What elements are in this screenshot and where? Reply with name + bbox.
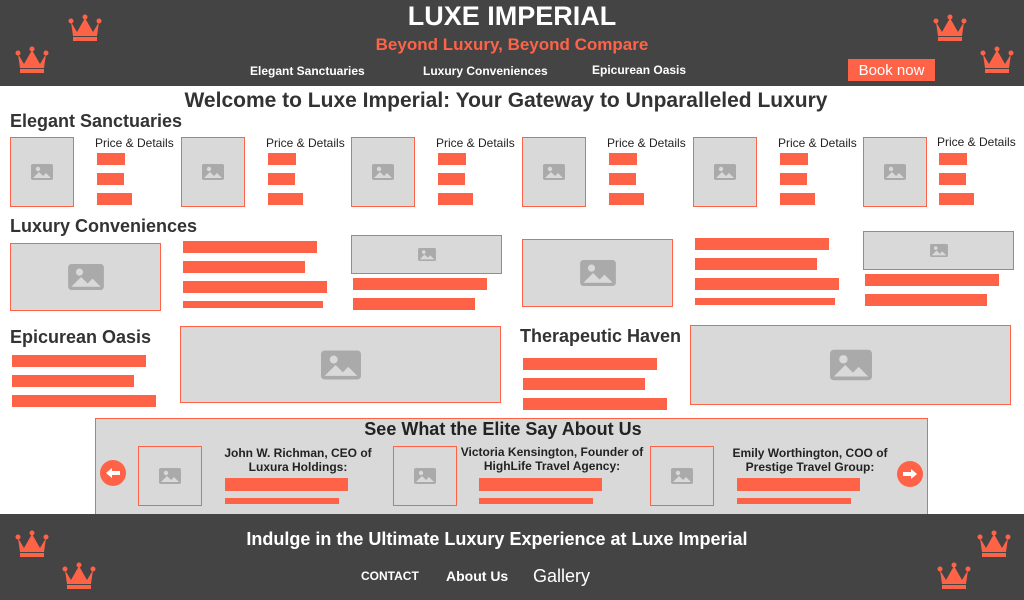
brand-tagline: Beyond Luxury, Beyond Compare	[375, 35, 649, 54]
nav-link-epicurean-oasis[interactable]: Epicurean Oasis	[592, 63, 687, 77]
convenience-image[interactable]	[351, 235, 502, 274]
testimonial-avatar	[650, 446, 714, 506]
image-placeholder-icon	[884, 164, 906, 180]
arrow-left-icon[interactable]	[100, 460, 126, 486]
price-details-label[interactable]: Price & Details	[937, 135, 1016, 149]
sanctuary-image[interactable]	[522, 137, 586, 207]
price-details-label[interactable]: Price & Details	[436, 136, 515, 150]
convenience-image[interactable]	[863, 231, 1014, 270]
price-details-label[interactable]: Price & Details	[95, 136, 174, 150]
price-details-label[interactable]: Price & Details	[607, 136, 686, 150]
therapeutic-image[interactable]	[690, 325, 1011, 405]
convenience-image[interactable]	[522, 239, 673, 307]
section-title-sanctuaries: Elegant Sanctuaries	[10, 111, 183, 131]
crown-icon	[937, 560, 971, 595]
image-placeholder-icon	[671, 468, 693, 484]
arrow-right-icon[interactable]	[897, 461, 923, 487]
welcome-heading: Welcome to Luxe Imperial: Your Gateway t…	[184, 89, 828, 112]
footer-link-contact[interactable]: CONTACT	[361, 569, 419, 583]
image-placeholder-icon	[579, 260, 616, 286]
image-placeholder-icon	[202, 164, 224, 180]
crown-icon	[980, 44, 1014, 79]
footer-headline: Indulge in the Ultimate Luxury Experienc…	[246, 529, 748, 549]
footer-link-about[interactable]: About Us	[446, 568, 509, 584]
sanctuary-image[interactable]	[351, 137, 415, 207]
image-placeholder-icon	[414, 468, 436, 484]
crown-icon	[933, 12, 967, 47]
nav-link-elegant-sanctuaries[interactable]: Elegant Sanctuaries	[250, 64, 365, 78]
image-placeholder-icon	[829, 349, 872, 381]
testimonial-author: Victoria Kensington, Founder of HighLife…	[460, 445, 644, 473]
footer-link-gallery[interactable]: Gallery	[533, 566, 591, 586]
crown-icon	[62, 560, 96, 595]
sanctuary-image[interactable]	[693, 137, 757, 207]
image-placeholder-icon	[320, 349, 361, 380]
image-placeholder-icon	[543, 164, 565, 180]
image-placeholder-icon	[372, 164, 394, 180]
crown-icon	[68, 12, 102, 47]
image-placeholder-icon	[159, 468, 181, 484]
brand-title: LUXE IMPERIAL	[407, 1, 617, 31]
crown-icon	[977, 528, 1011, 563]
book-now-button[interactable]: Book now	[848, 59, 935, 81]
image-placeholder-icon	[31, 164, 53, 180]
image-placeholder-icon	[714, 164, 736, 180]
image-placeholder-icon	[929, 244, 948, 257]
convenience-image[interactable]	[10, 243, 161, 311]
crown-icon	[15, 528, 49, 563]
section-title-conveniences: Luxury Conveniences	[10, 216, 198, 236]
site-header: LUXE IMPERIAL Beyond Luxury, Beyond Comp…	[0, 0, 1024, 86]
site-footer: Indulge in the Ultimate Luxury Experienc…	[0, 514, 1024, 600]
testimonial-author: John W. Richman, CEO of Luxura Holdings:	[224, 446, 372, 474]
image-placeholder-icon	[417, 248, 436, 261]
epicurean-image[interactable]	[180, 326, 501, 403]
section-title-epicurean: Epicurean Oasis	[10, 327, 152, 347]
crown-icon	[15, 44, 49, 79]
testimonial-avatar	[393, 446, 457, 506]
testimonial-author: Emily Worthington, COO of Prestige Trave…	[732, 446, 888, 474]
nav-link-luxury-conveniences[interactable]: Luxury Conveniences	[423, 64, 548, 78]
price-details-label[interactable]: Price & Details	[778, 136, 857, 150]
image-placeholder-icon	[67, 264, 104, 290]
testimonials-title: See What the Elite Say About Us	[364, 419, 642, 439]
testimonial-avatar	[138, 446, 202, 506]
sanctuary-image[interactable]	[10, 137, 74, 207]
section-title-therapeutic: Therapeutic Haven	[520, 326, 682, 346]
sanctuary-image[interactable]	[181, 137, 245, 207]
sanctuary-image[interactable]	[863, 137, 927, 207]
price-details-label[interactable]: Price & Details	[266, 136, 345, 150]
